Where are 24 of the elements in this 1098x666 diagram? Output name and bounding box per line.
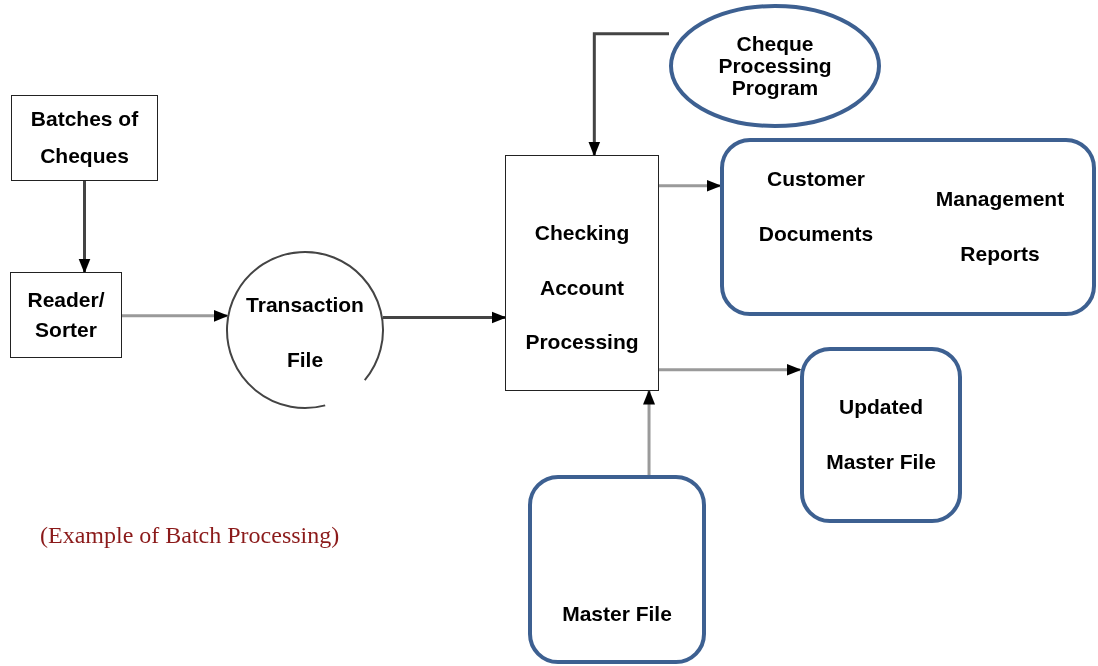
- node-label: Checking Account Processing: [524, 220, 640, 356]
- file-box: [528, 475, 706, 664]
- process-box: [10, 272, 122, 358]
- arrow: [659, 363, 802, 376]
- file-box: [800, 347, 962, 523]
- node-label: Master File: [561, 601, 673, 628]
- node-label: Reader/ Sorter: [26, 286, 106, 343]
- node-label: Cheque Processing Program: [717, 32, 833, 100]
- node-label: Updated Master File: [825, 394, 937, 475]
- node-label: Management Reports: [934, 186, 1066, 267]
- node-label: Transaction File: [245, 292, 365, 373]
- arrow: [588, 32, 669, 157]
- process-box: [11, 95, 158, 181]
- arrow: [643, 389, 656, 475]
- file-box: [720, 138, 1096, 316]
- process-box: [505, 155, 659, 391]
- program-ellipse: [669, 4, 881, 128]
- node-label: Batches of Cheques: [29, 106, 140, 169]
- arrow: [122, 309, 229, 322]
- arrow: [78, 181, 91, 274]
- arrow: [383, 311, 507, 324]
- caption-note: (Example of Batch Processing): [40, 522, 340, 549]
- arrow: [659, 179, 722, 192]
- node-label: Customer Documents: [757, 166, 875, 247]
